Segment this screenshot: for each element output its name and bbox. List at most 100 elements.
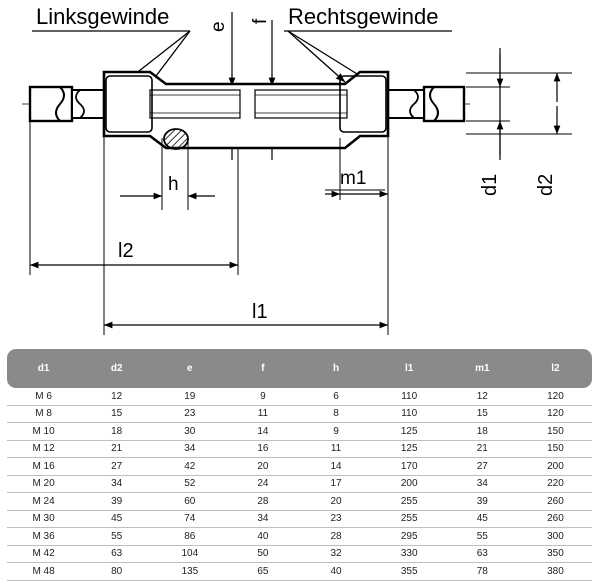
cell-l2: 260 bbox=[518, 493, 592, 511]
cell-m1: 12 bbox=[445, 388, 519, 406]
cell-d2: 63 bbox=[80, 546, 154, 563]
cell-d1: M 6 bbox=[7, 388, 81, 406]
header-d2: d2 bbox=[80, 349, 154, 388]
right-inner-thread bbox=[254, 89, 348, 119]
turnbuckle-left-nut bbox=[105, 75, 153, 133]
cell-d1: M 10 bbox=[7, 423, 81, 441]
cell-l2: 300 bbox=[518, 528, 592, 546]
cell-h: 28 bbox=[299, 528, 373, 546]
cell-h: 23 bbox=[299, 511, 373, 528]
left-thread-leader-2 bbox=[149, 30, 191, 85]
turnbuckle-drawing: Linksgewinde Rechtsgewinde e f h m1 bbox=[22, 4, 572, 335]
cell-l1: 295 bbox=[372, 528, 446, 546]
cell-h: 17 bbox=[299, 476, 373, 493]
cell-l1: 125 bbox=[372, 441, 446, 458]
cell-f: 24 bbox=[226, 476, 300, 493]
cell-h: 14 bbox=[299, 458, 373, 476]
dim-d2-label: d2 bbox=[535, 174, 557, 196]
hatched-section bbox=[163, 128, 189, 150]
cell-d2: 12 bbox=[80, 388, 154, 406]
cell-m1: 27 bbox=[445, 458, 519, 476]
cell-l2: 120 bbox=[518, 388, 592, 406]
cell-d1: M 12 bbox=[7, 441, 81, 458]
right-bolt-break bbox=[429, 86, 439, 122]
cell-h: 20 bbox=[299, 493, 373, 511]
left-bolt-break-2 bbox=[75, 89, 85, 119]
header-l2: l2 bbox=[518, 349, 592, 388]
cell-d1: M 8 bbox=[7, 406, 81, 423]
cell-l1: 170 bbox=[372, 458, 446, 476]
cell-l1: 255 bbox=[372, 493, 446, 511]
cell-l2: 260 bbox=[518, 511, 592, 528]
cell-m1: 21 bbox=[445, 441, 519, 458]
cell-l2: 220 bbox=[518, 476, 592, 493]
cell-m1: 15 bbox=[445, 406, 519, 423]
cell-f: 11 bbox=[226, 406, 300, 423]
cell-e: 52 bbox=[153, 476, 227, 493]
cell-e: 30 bbox=[153, 423, 227, 441]
cell-f: 20 bbox=[226, 458, 300, 476]
left-bolt bbox=[28, 85, 74, 123]
cell-f: 28 bbox=[226, 493, 300, 511]
cell-e: 135 bbox=[153, 563, 227, 581]
cell-d1: M 36 bbox=[7, 528, 81, 546]
cell-d2: 34 bbox=[80, 476, 154, 493]
cell-l1: 355 bbox=[372, 563, 446, 581]
cell-m1: 34 bbox=[445, 476, 519, 493]
cell-f: 16 bbox=[226, 441, 300, 458]
cell-e: 104 bbox=[153, 546, 227, 563]
cell-h: 6 bbox=[299, 388, 373, 406]
cell-m1: 63 bbox=[445, 546, 519, 563]
cell-m1: 45 bbox=[445, 511, 519, 528]
header-d1: d1 bbox=[7, 349, 81, 388]
header-h: h bbox=[299, 349, 373, 388]
cell-d1: M 30 bbox=[7, 511, 81, 528]
cell-l2: 200 bbox=[518, 458, 592, 476]
cell-e: 34 bbox=[153, 441, 227, 458]
cell-e: 42 bbox=[153, 458, 227, 476]
cell-d2: 15 bbox=[80, 406, 154, 423]
cell-d2: 21 bbox=[80, 441, 154, 458]
header-l1: l1 bbox=[372, 349, 446, 388]
cell-d2: 39 bbox=[80, 493, 154, 511]
left-inner-thread bbox=[149, 89, 241, 119]
header-f: f bbox=[226, 349, 300, 388]
cell-h: 40 bbox=[299, 563, 373, 581]
dim-l1-label: l1 bbox=[252, 301, 268, 323]
turnbuckle-body bbox=[102, 70, 390, 150]
cell-d1: M 20 bbox=[7, 476, 81, 493]
cell-f: 40 bbox=[226, 528, 300, 546]
dim-m1-label: m1 bbox=[340, 168, 366, 189]
right-thread-leader-1 bbox=[287, 30, 346, 83]
header-e: e bbox=[153, 349, 227, 388]
header-m1: m1 bbox=[445, 349, 519, 388]
cell-l1: 330 bbox=[372, 546, 446, 563]
left-bolt-break bbox=[55, 86, 65, 122]
cell-f: 65 bbox=[226, 563, 300, 581]
cell-l1: 110 bbox=[372, 388, 446, 406]
cell-m1: 18 bbox=[445, 423, 519, 441]
cell-l1: 110 bbox=[372, 406, 446, 423]
cell-l1: 125 bbox=[372, 423, 446, 441]
cell-d1: M 24 bbox=[7, 493, 81, 511]
cell-f: 14 bbox=[226, 423, 300, 441]
cell-d2: 80 bbox=[80, 563, 154, 581]
right-bolt-break-2 bbox=[409, 89, 419, 119]
cell-d2: 18 bbox=[80, 423, 154, 441]
cell-e: 19 bbox=[153, 388, 227, 406]
cell-d2: 55 bbox=[80, 528, 154, 546]
cell-d2: 27 bbox=[80, 458, 154, 476]
cell-f: 34 bbox=[226, 511, 300, 528]
cell-l2: 380 bbox=[518, 563, 592, 581]
cell-h: 11 bbox=[299, 441, 373, 458]
cell-l2: 120 bbox=[518, 406, 592, 423]
